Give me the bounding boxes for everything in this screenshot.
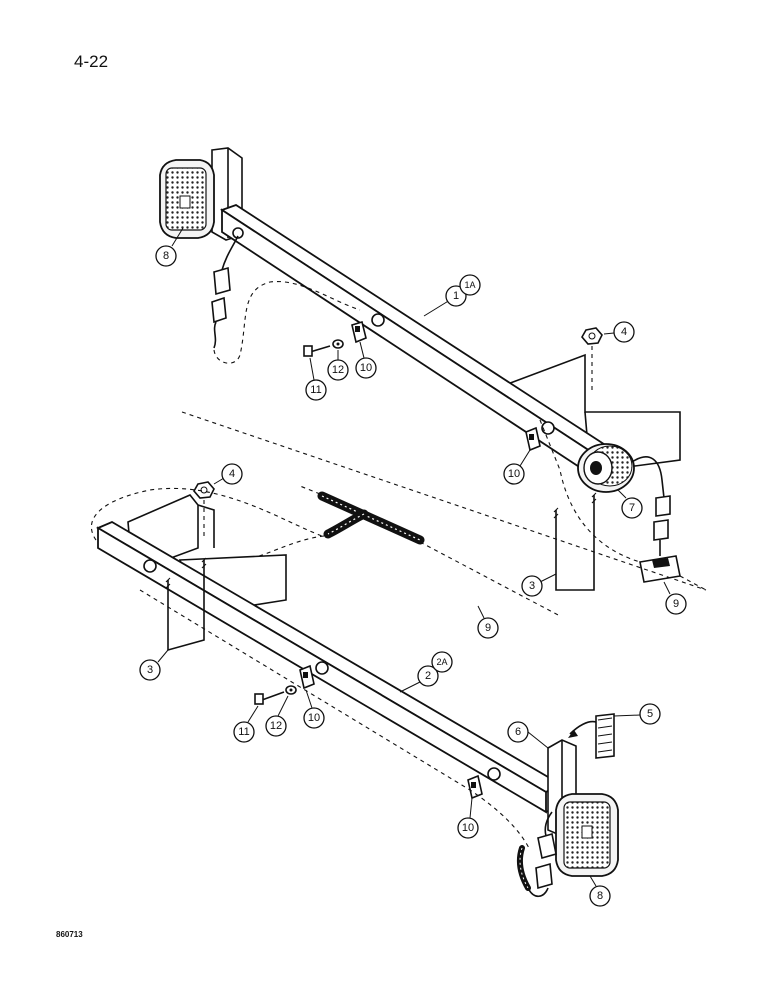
callout-label: 5 xyxy=(647,708,653,720)
upper-bolt xyxy=(309,345,331,353)
reflector-decal xyxy=(595,713,615,759)
lower-bushing-right xyxy=(487,767,501,781)
callout-6: 6 xyxy=(507,721,549,749)
callout-label: 7 xyxy=(629,502,635,514)
callout-2: 2 xyxy=(399,665,439,693)
callout-label: 8 xyxy=(163,250,169,262)
callout-10-mid: 10 xyxy=(503,449,531,485)
upper-u-bolt xyxy=(555,495,595,591)
callout-12-top: 12 xyxy=(327,350,349,381)
callout-label: 11 xyxy=(310,384,321,396)
upper-bushing-mid xyxy=(371,313,385,327)
callout-11-top: 11 xyxy=(305,357,327,401)
callout-5: 5 xyxy=(613,703,661,725)
callout-label: 12 xyxy=(332,364,344,376)
callout-9-mid: 9 xyxy=(477,605,499,639)
callout-10-top: 10 xyxy=(355,341,377,379)
callout-3-left: 3 xyxy=(139,649,169,681)
callout-label: 8 xyxy=(597,890,603,902)
callout-label: 3 xyxy=(147,664,153,676)
drawing-code: 860713 xyxy=(56,930,83,939)
callout-label: 2 xyxy=(425,670,431,682)
callout-label: 4 xyxy=(229,468,235,480)
upper-bar-side-face xyxy=(221,208,597,480)
callout-label: 10 xyxy=(308,712,320,724)
harness-tee xyxy=(239,485,561,617)
callout-9-right: 9 xyxy=(663,581,687,615)
lower-right-lamp xyxy=(555,793,619,877)
lower-bar-top-face xyxy=(96,520,562,794)
callout-4-top: 4 xyxy=(603,321,635,343)
callout-label: 9 xyxy=(485,622,491,634)
lower-bolt xyxy=(261,691,285,701)
page-number: 4-22 xyxy=(74,52,109,71)
callout-label: 2A xyxy=(436,657,447,667)
callout-label: 12 xyxy=(270,720,282,732)
callout-label: 6 xyxy=(515,726,521,738)
callout-2a: 2A xyxy=(431,651,453,673)
callout-label: 11 xyxy=(238,726,249,738)
callout-11-bot: 11 xyxy=(233,705,259,743)
upper-right-lamp xyxy=(577,443,635,493)
callout-4-left: 4 xyxy=(213,463,243,485)
callout-1: 1 xyxy=(423,285,467,317)
callout-label: 1A xyxy=(464,280,475,290)
callout-label: 10 xyxy=(462,822,474,834)
callout-10-low: 10 xyxy=(457,797,479,839)
callout-1a: 1A xyxy=(459,274,481,296)
callout-8-bot: 8 xyxy=(589,875,611,907)
callout-label: 9 xyxy=(673,598,679,610)
callout-label: 10 xyxy=(508,468,520,480)
lower-light-bar-assembly xyxy=(90,481,619,898)
upper-left-lamp xyxy=(159,159,215,239)
callout-label: 3 xyxy=(529,580,535,592)
upper-bar-top-face xyxy=(219,204,612,457)
lower-bushing-left xyxy=(143,559,157,573)
upper-light-bar-assembly xyxy=(159,147,707,591)
upper-bushing-left xyxy=(232,227,244,239)
callout-3-right: 3 xyxy=(521,573,557,597)
callout-label: 4 xyxy=(621,326,627,338)
callout-8-top: 8 xyxy=(155,227,184,267)
callout-10-bot: 10 xyxy=(303,689,325,729)
lower-u-bolt xyxy=(167,560,205,652)
upper-bushing-right xyxy=(541,421,555,435)
lower-bushing-mid xyxy=(315,661,329,675)
callout-12-bot: 12 xyxy=(265,695,289,737)
callout-label: 1 xyxy=(453,290,459,302)
callout-label: 10 xyxy=(360,362,372,374)
callout-7: 7 xyxy=(617,489,643,519)
